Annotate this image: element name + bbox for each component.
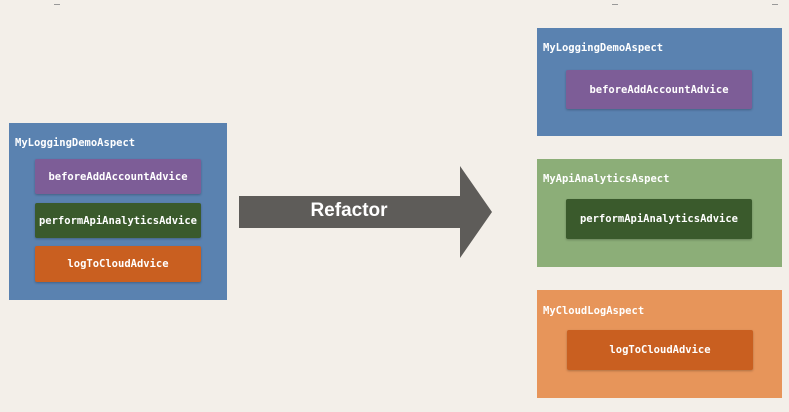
aspect-title: MyLoggingDemoAspect — [15, 137, 136, 149]
aspect-title: MyApiAnalyticsAspect — [543, 173, 670, 185]
refactor-label: Refactor — [310, 200, 388, 221]
advice-perform-api-analytics: performApiAnalyticsAdvice — [566, 199, 752, 239]
aspect-title: MyLoggingDemoAspect — [543, 42, 664, 54]
aspect-box-api-analytics: MyApiAnalyticsAspect performApiAnalytics… — [537, 159, 782, 267]
refactor-arrow: Refactor — [239, 166, 492, 258]
aspect-box-mylogging-original: MyLoggingDemoAspect beforeAddAccountAdvi… — [9, 123, 227, 300]
aspect-box-cloud-log: MyCloudLogAspect logToCloudAdvice — [537, 290, 782, 398]
aspect-box-mylogging: MyLoggingDemoAspect beforeAddAccountAdvi… — [537, 28, 782, 136]
corner-mark — [612, 0, 618, 5]
aspect-title: MyCloudLogAspect — [543, 305, 645, 317]
arrow-shape — [239, 166, 492, 258]
corner-mark — [772, 0, 778, 5]
advice-perform-api-analytics: performApiAnalyticsAdvice — [35, 203, 201, 238]
advice-before-add-account: beforeAddAccountAdvice — [566, 70, 752, 109]
advice-before-add-account: beforeAddAccountAdvice — [35, 159, 201, 194]
corner-mark — [54, 0, 60, 5]
advice-log-to-cloud: logToCloudAdvice — [35, 246, 201, 282]
advice-log-to-cloud: logToCloudAdvice — [567, 330, 753, 370]
